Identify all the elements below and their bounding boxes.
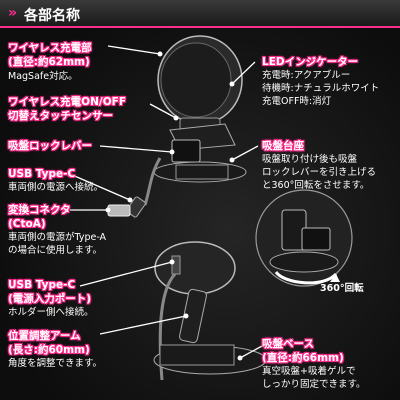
- label-suction-lock-lever: 吸盤ロックレバー: [8, 140, 92, 152]
- label-wireless-charger-size: (直径:約62mm): [8, 56, 90, 68]
- desc-led-charging: 充電時:アクアブルー: [262, 70, 351, 81]
- label-position-arm: 位置調整アーム: [8, 330, 81, 342]
- desc-wireless-charger: MagSafe対応。: [8, 71, 78, 82]
- label-conversion-connector: 変換コネクタ: [8, 204, 71, 216]
- label-suction-base-size: (直径:約66mm): [262, 352, 344, 364]
- label-charge-toggle: ワイヤレス充電ON/OFF: [8, 96, 127, 108]
- suction-lock-lever: [171, 139, 201, 163]
- label-arm-length: (長さ:約60mm): [8, 344, 90, 356]
- chevron-icon: »: [8, 5, 18, 21]
- desc-pedestal-line1: 吸盤取り付け後も吸盤: [262, 154, 358, 165]
- label-wireless-charger: ワイヤレス充電部: [8, 42, 92, 54]
- usb-c-port: [171, 255, 181, 275]
- desc-led-standby: 待機時:ナチュラルホワイト: [262, 83, 380, 94]
- label-led-indicator: LEDインジケーター: [262, 56, 359, 68]
- desc-led-off: 充電OFF時:消灯: [262, 96, 332, 107]
- rotation-label: 360°回転: [320, 283, 364, 294]
- desc-pedestal-line2: ロックレバーを引き上げる: [262, 167, 377, 178]
- usb-c-plug: [126, 196, 146, 218]
- label-suction-pedestal: 吸盤台座: [262, 140, 304, 152]
- label-usb-type-c-input: USB Type-C: [8, 279, 76, 291]
- section-header: » 各部名称: [0, 0, 400, 28]
- desc-usb-type-c: 車両側の電源へ接続。: [8, 182, 104, 193]
- position-arm: [179, 288, 207, 344]
- label-touch-sensor: 切替えタッチセンサー: [8, 110, 113, 122]
- desc-position-arm: 角度を調整できます。: [8, 358, 103, 369]
- desc-power-input: ホルダー側へ接続。: [8, 307, 94, 318]
- desc-connector-line1: 車両側の電源がType-A: [8, 232, 107, 243]
- desc-suction-base-line1: 真空吸盤+吸着ゲルで: [262, 366, 356, 377]
- desc-pedestal-line3: と360°回転をさせます。: [262, 180, 370, 191]
- desc-suction-base-line2: しっかり固定できます。: [262, 379, 366, 390]
- label-suction-base: 吸盤ベース: [262, 338, 314, 350]
- label-usb-type-c: USB Type-C: [8, 168, 76, 180]
- label-ctoa: (CtoA): [8, 218, 46, 230]
- section-title: 各部名称: [24, 8, 80, 24]
- desc-connector-line2: の場合に使用します。: [8, 245, 103, 256]
- label-power-input-port: (電源入力ポート): [8, 293, 92, 305]
- ctoa-adapter: [107, 204, 131, 217]
